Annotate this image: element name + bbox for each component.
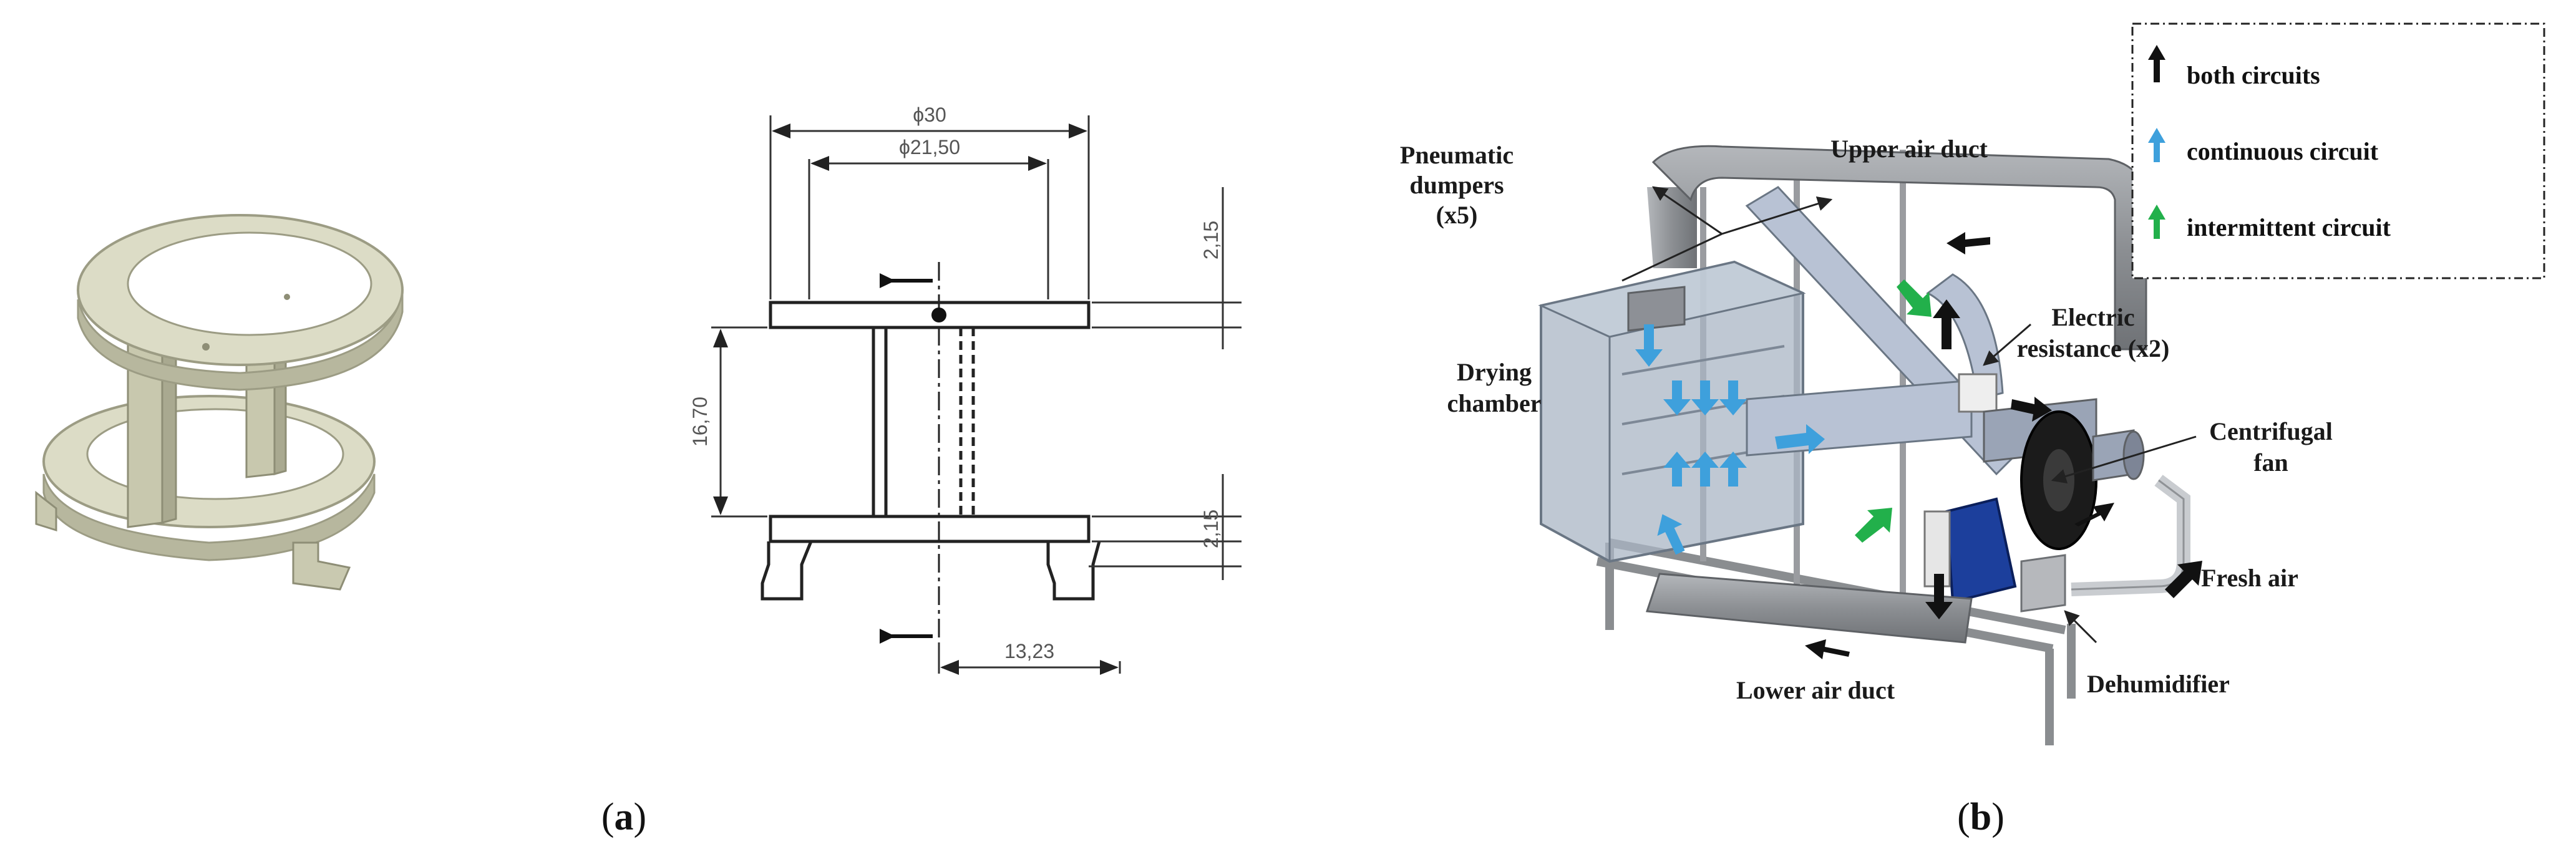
section-marker-bottom (880, 629, 933, 644)
label-upper-air-duct: Upper air duct (1830, 135, 1988, 163)
label-lower-air-duct: Lower air duct (1736, 676, 1895, 704)
dim-height: 16,70 (689, 397, 711, 447)
dryer-illustration (1538, 145, 2190, 745)
black-arrow-icon (2148, 45, 2165, 82)
label-dehumidifier: Dehumidifier (2087, 670, 2230, 698)
dim-outer-diameter: ϕ30 (913, 104, 946, 126)
technical-drawing-dimension-lines (711, 115, 1242, 675)
technical-drawing (761, 262, 1101, 642)
leader-lines (1621, 186, 2197, 644)
legend-border (2131, 22, 2545, 279)
blue-arrow-icon (2148, 128, 2165, 162)
part-3d-render (35, 214, 404, 591)
dim-top-thickness: 2,15 (1200, 221, 1222, 259)
label-fresh-air: Fresh air (2201, 564, 2298, 592)
dim-inner-diameter: ϕ21,50 (899, 136, 960, 158)
dim-leg-offset: 13,23 (1004, 640, 1054, 662)
green-arrow-icon (2148, 205, 2165, 239)
legend-item-continuous-circuit: continuous circuit (2187, 137, 2379, 165)
legend: both circuits continuous circuit intermi… (2131, 22, 2545, 279)
flow-arrows-blue (1635, 324, 1825, 555)
section-marker-top (880, 273, 946, 322)
caption-b: (b) (1957, 796, 2005, 838)
flow-arrows-black (1805, 232, 2202, 659)
flow-arrows-green (1855, 279, 1932, 543)
dim-bottom-thickness: 2,15 (1200, 510, 1222, 548)
caption-a: (a) (601, 796, 646, 838)
legend-item-both-circuits: both circuits (2187, 61, 2320, 89)
legend-item-intermittent-circuit: intermittent circuit (2187, 213, 2391, 241)
